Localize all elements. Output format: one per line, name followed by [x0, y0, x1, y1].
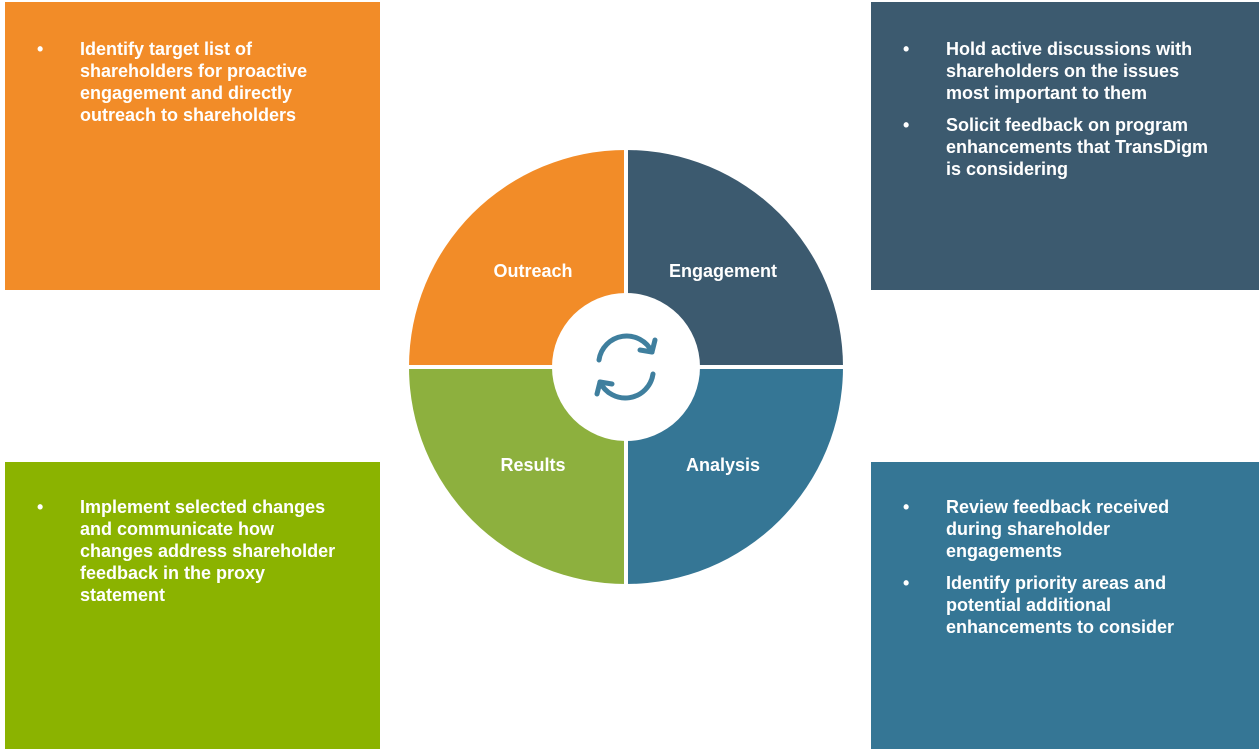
- list-item: • Solicit feedback on program enhancemen…: [871, 114, 1259, 180]
- list-item: • Identify priority areas and potential …: [871, 572, 1259, 638]
- bullet: •: [903, 39, 910, 59]
- results-list: • Implement selected changes and communi…: [5, 496, 380, 606]
- engagement-list: • Hold active discussions with sharehold…: [871, 38, 1259, 180]
- item-text: Solicit feedback on program enhancements…: [946, 115, 1209, 179]
- list-item: • Identify target list of shareholders f…: [5, 38, 380, 126]
- analysis-segment: [626, 367, 843, 584]
- refresh-cycle-icon: [594, 333, 658, 401]
- bullet: •: [903, 497, 910, 517]
- outreach-list: • Identify target list of shareholders f…: [5, 38, 380, 126]
- results-segment: [409, 367, 626, 584]
- item-text: Identify priority areas and potential ad…: [946, 573, 1175, 637]
- analysis-label: Analysis: [686, 455, 760, 475]
- analysis-list: • Review feedback received during shareh…: [871, 496, 1259, 638]
- bullet: •: [903, 115, 910, 135]
- item-text: Identify target list of shareholders for…: [80, 39, 308, 125]
- bullet: •: [37, 39, 44, 59]
- bullet: •: [903, 573, 910, 593]
- item-text: Hold active discussions with shareholder…: [946, 39, 1193, 103]
- engagement-box: • Hold active discussions with sharehold…: [871, 2, 1259, 290]
- outreach-label: Outreach: [493, 261, 572, 281]
- list-item: • Review feedback received during shareh…: [871, 496, 1259, 562]
- engagement-label: Engagement: [669, 261, 777, 281]
- bullet: •: [37, 497, 44, 517]
- results-label: Results: [500, 455, 565, 475]
- results-box: • Implement selected changes and communi…: [5, 462, 380, 749]
- list-item: • Hold active discussions with sharehold…: [871, 38, 1259, 104]
- item-text: Review feedback received during sharehol…: [946, 497, 1170, 561]
- outreach-box: • Identify target list of shareholders f…: [5, 2, 380, 290]
- item-text: Implement selected changes and communica…: [80, 497, 336, 605]
- center-circle: [552, 293, 700, 441]
- list-item: • Implement selected changes and communi…: [5, 496, 380, 606]
- analysis-box: • Review feedback received during shareh…: [871, 462, 1259, 749]
- engagement-segment: [626, 150, 843, 367]
- outreach-segment: [409, 150, 626, 367]
